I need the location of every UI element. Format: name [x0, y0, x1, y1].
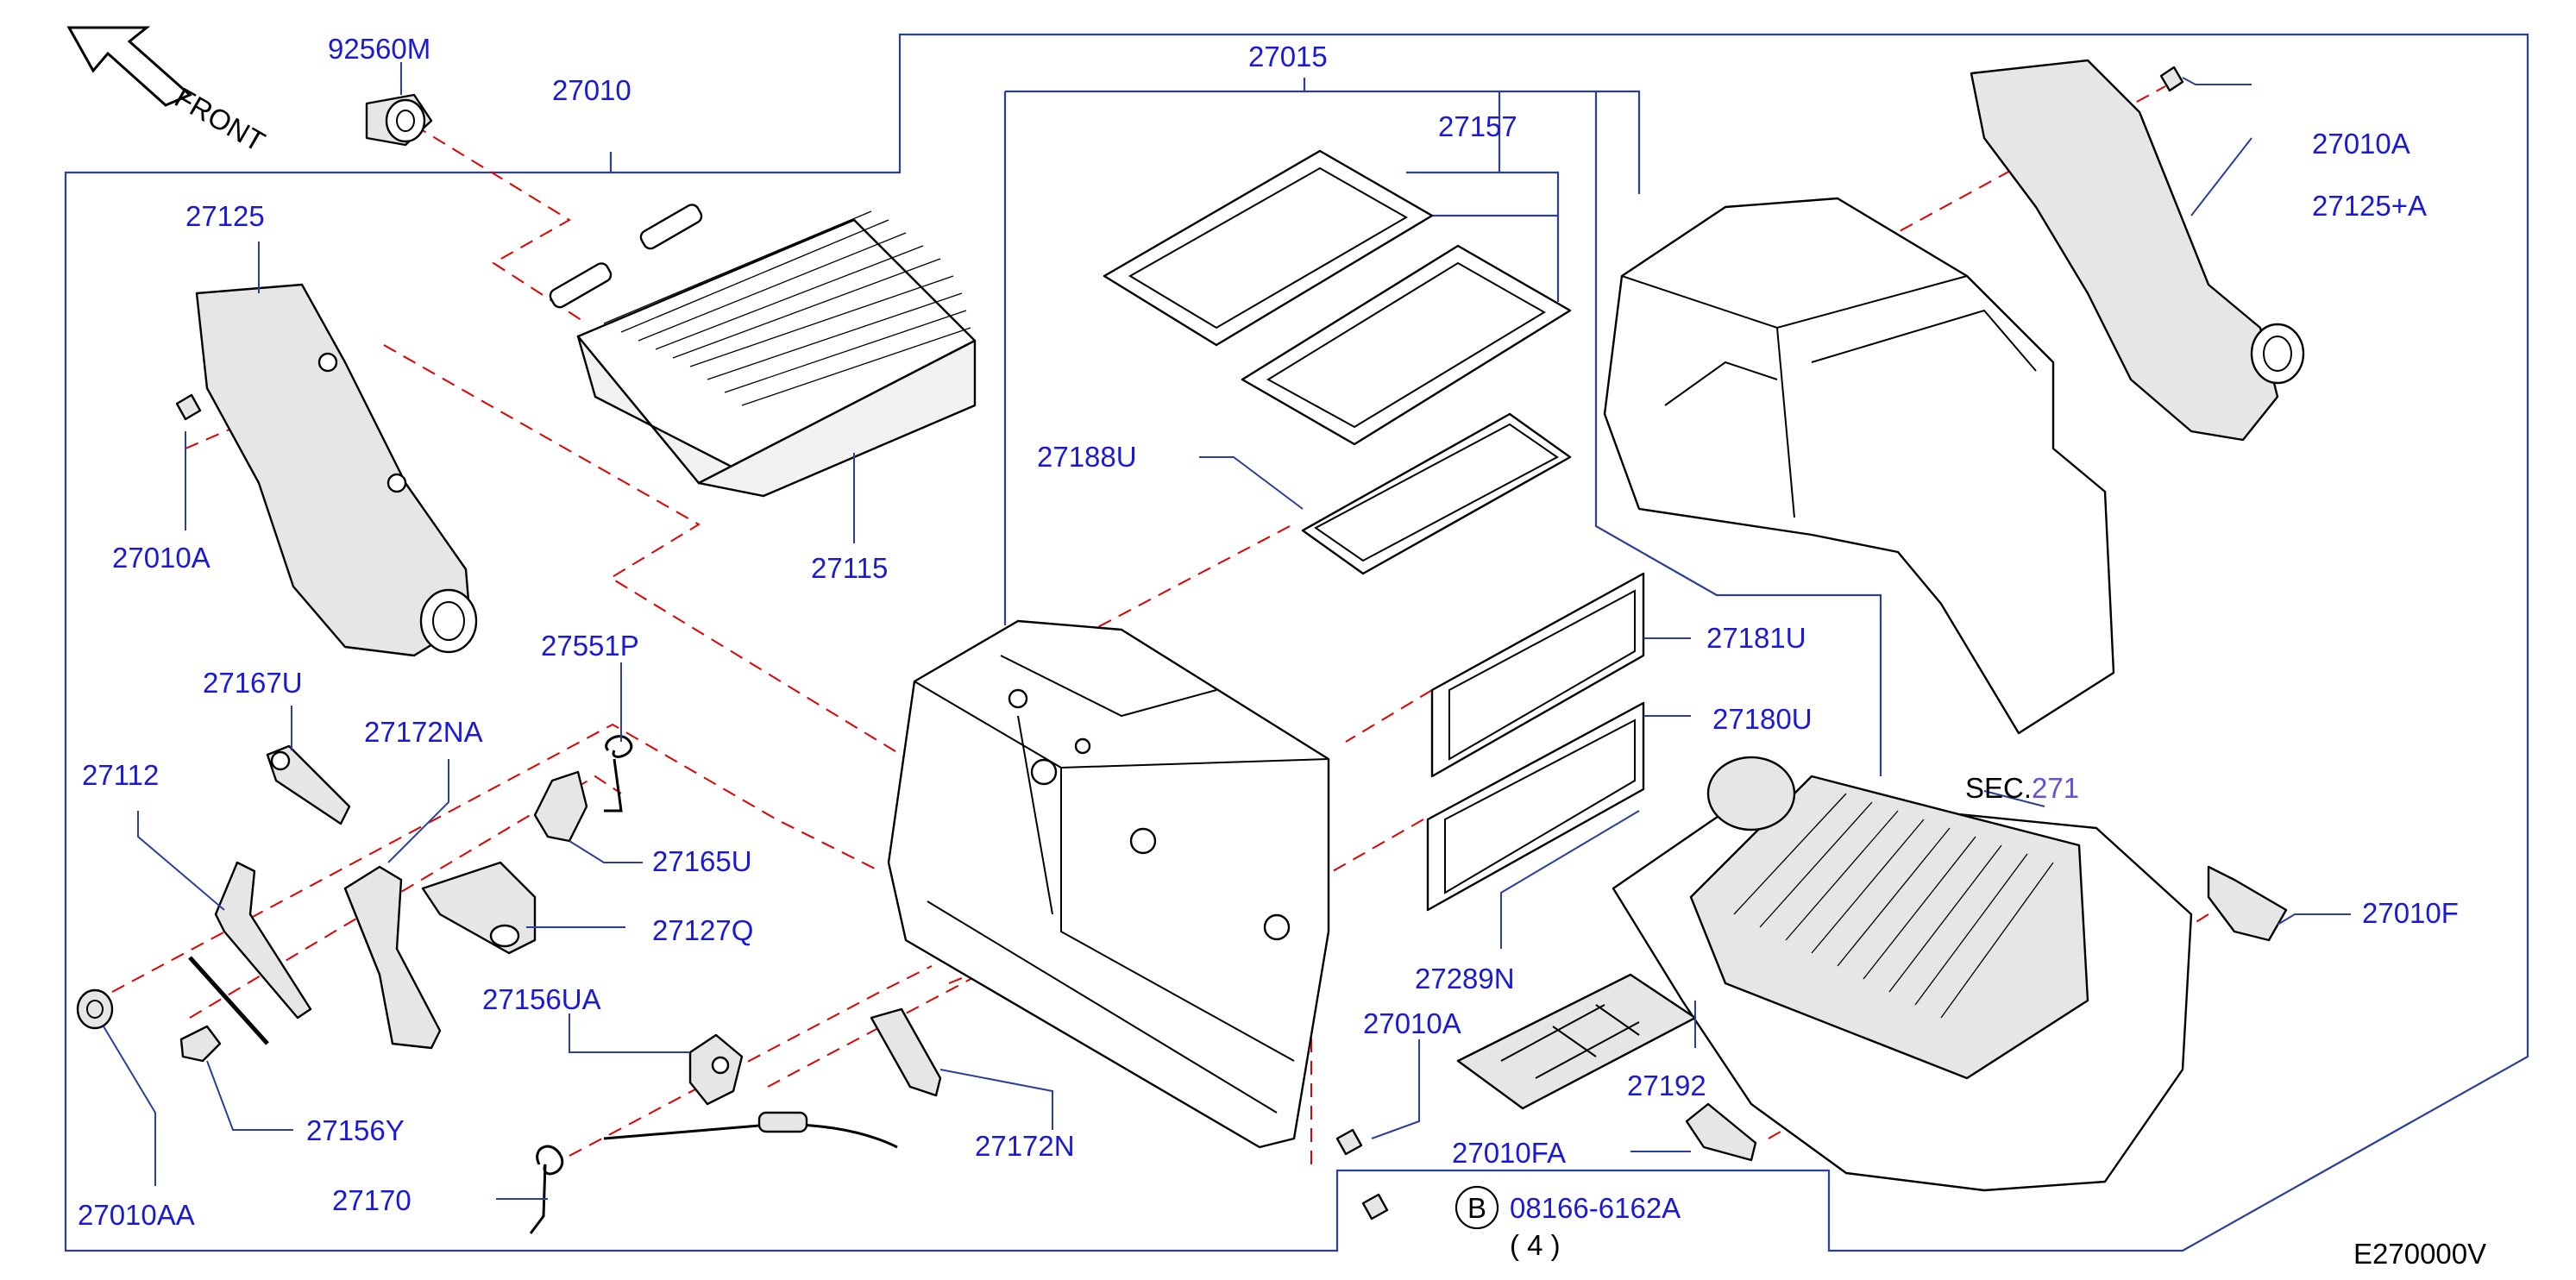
part-label: 27181U [1706, 622, 1806, 654]
part-filter-27188u [1301, 412, 1572, 575]
part-label: 27010AA [78, 1199, 195, 1231]
part-duct-27125a [1970, 59, 2305, 442]
part-grommet-92560m [365, 93, 433, 147]
part-bolt-b [1361, 1193, 1389, 1220]
part-label: 27165U [652, 845, 752, 877]
part-filter-27180u [1426, 701, 1645, 912]
part-label: 27127Q [652, 914, 753, 946]
part-clip-27156y [179, 1025, 222, 1063]
part-duct-27125 [195, 283, 478, 657]
part-label: 27010F [2362, 897, 2459, 929]
part-clip-27010f [2207, 865, 2288, 942]
part-label: 27156UA [482, 983, 601, 1015]
group-frames [64, 33, 2529, 1252]
part-label: 27170 [332, 1184, 412, 1216]
part-label: 27188U [1037, 441, 1137, 473]
section-number: 271 [2032, 772, 2079, 804]
part-label: 27010A [112, 542, 210, 574]
bolt-badge-circle [1454, 1185, 1499, 1230]
front-arrow-icon [66, 26, 192, 107]
part-label: 27156Y [306, 1114, 405, 1146]
part-link-27127q [421, 861, 537, 955]
part-label: 27167U [203, 667, 303, 699]
bolt-spec: 08166-6162A [1510, 1192, 1681, 1224]
part-label: 27180U [1712, 703, 1813, 735]
part-clip-27010fa [1685, 1102, 1757, 1162]
part-label: 27010A [1363, 1007, 1461, 1039]
bolt-quantity: ( 4 ) [1510, 1229, 1561, 1261]
part-filters-27157 [1103, 149, 1572, 446]
part-bolt-27010a-bottom [1335, 1128, 1363, 1156]
group-leader-lines [103, 62, 2351, 1200]
part-label: 27125+A [2312, 190, 2427, 222]
part-label: 27172NA [364, 716, 483, 748]
front-label: FRONT [170, 81, 271, 158]
part-label: 27125 [185, 200, 265, 232]
part-label: 27157 [1438, 110, 1517, 142]
part-link-27156ua [688, 1033, 744, 1106]
part-label: 27115 [811, 552, 888, 584]
part-label: 27172N [975, 1130, 1075, 1162]
part-bolt-27010a-top [2159, 66, 2184, 92]
part-label: 27010FA [1452, 1137, 1566, 1169]
front-indicator: FRONT [66, 26, 271, 158]
part-label: 92560M [328, 33, 430, 65]
part-bolt-27010a-left [175, 393, 202, 421]
bolt-badge-letter: B [1467, 1192, 1486, 1224]
part-label: 27015 [1248, 41, 1328, 72]
part-heater-core-27115 [549, 204, 977, 498]
part-spring-27551p [604, 735, 633, 813]
part-label: 27010 [552, 74, 631, 106]
section-prefix: SEC. [1965, 772, 2032, 804]
part-filter-27181u [1430, 572, 1645, 778]
part-cam-27165u [533, 770, 588, 843]
part-label: 27010A [2312, 128, 2410, 160]
part-main-housing [887, 619, 1330, 1149]
part-upper-housing-27015 [1603, 197, 2115, 735]
part-label: 27551P [541, 630, 639, 662]
part-cable-27172n [603, 1007, 942, 1149]
part-link-27167u [266, 744, 351, 825]
part-evaporator-sec271 [1612, 756, 2193, 1192]
section-reference: SEC.271 [1965, 772, 2079, 804]
part-spring-27170 [529, 1145, 564, 1234]
part-bracket-27172na [343, 865, 442, 1050]
part-bolt-27010aa [76, 988, 114, 1030]
part-lever-27112 [188, 861, 312, 1045]
part-label: 27112 [82, 759, 159, 791]
group-part-labels: 92560M 27010 27015 27157 27010A 27125+A … [78, 33, 2486, 1270]
diagram-code: E270000V [2353, 1238, 2486, 1270]
part-label: 27289N [1415, 963, 1515, 995]
part-label: 27192 [1627, 1070, 1706, 1101]
